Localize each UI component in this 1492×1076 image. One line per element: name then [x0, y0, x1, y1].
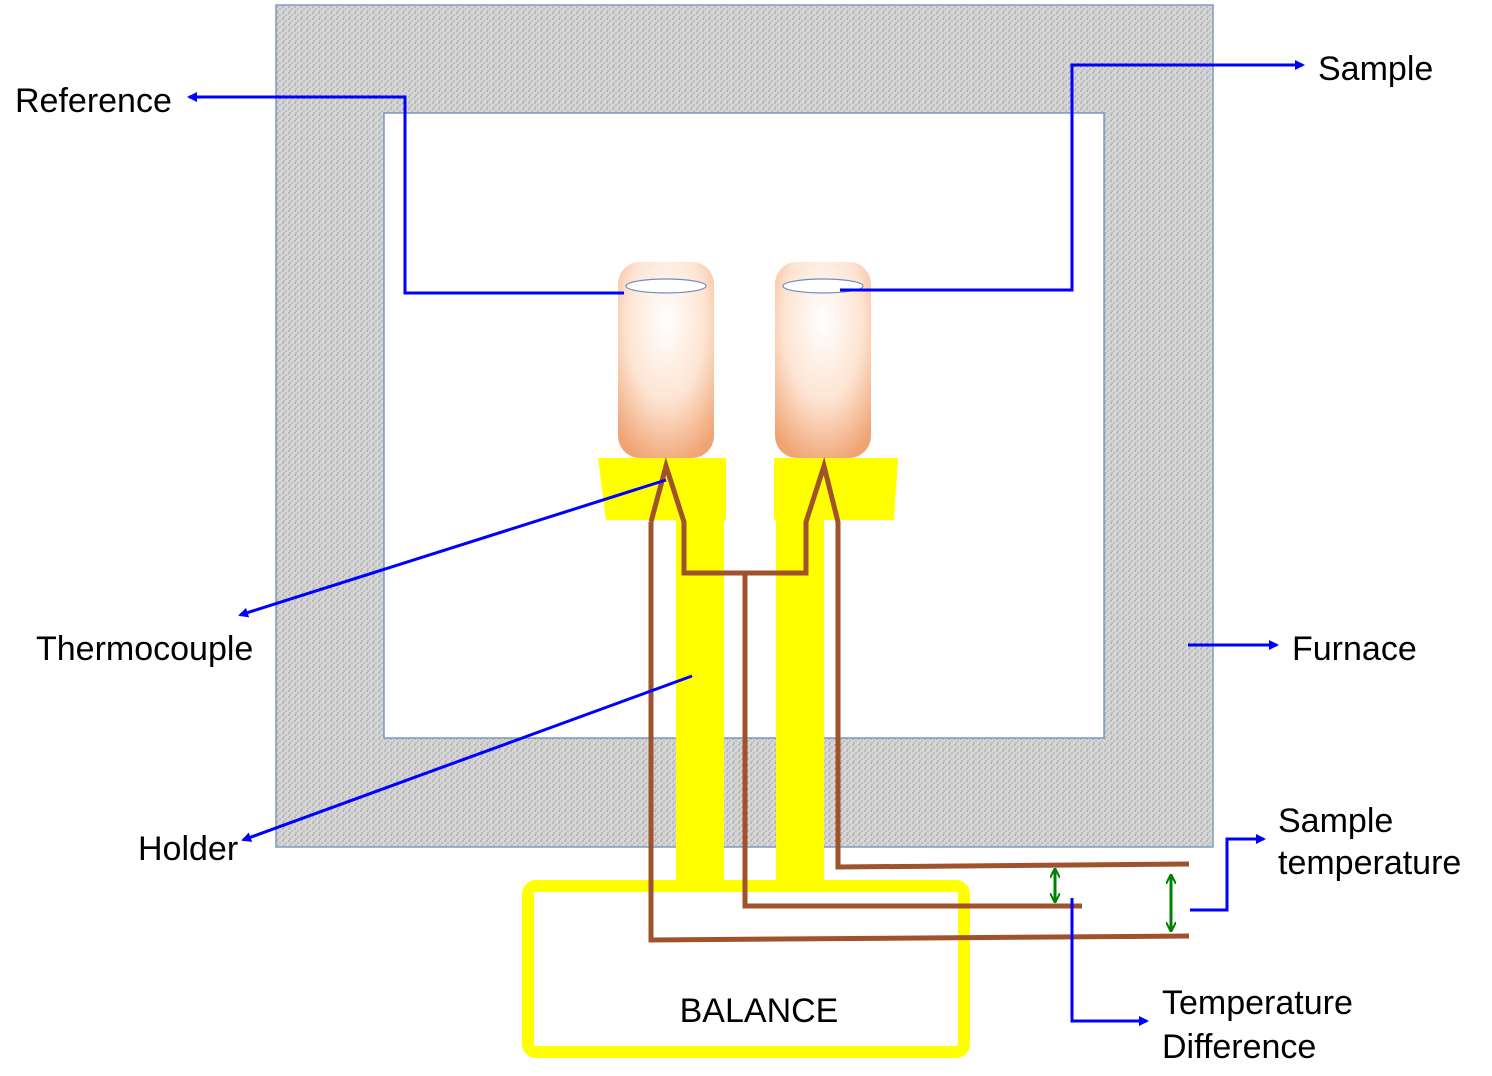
reference-crucible	[618, 262, 714, 458]
holder-label: Holder	[138, 830, 238, 868]
furnace-label: Furnace	[1292, 630, 1417, 668]
balance-label: BALANCE	[680, 992, 839, 1030]
thermocouple-left-lead	[648, 457, 1082, 909]
reference-pointer	[187, 92, 624, 295]
holder-right-stem	[776, 458, 824, 894]
temperature-difference-pointer	[1070, 898, 1149, 1026]
sample-temperature-label-line1: Sample	[1278, 802, 1393, 840]
sample-label: Sample	[1318, 50, 1433, 88]
dimension-arrows	[1055, 870, 1171, 930]
holder-pointer	[241, 674, 693, 842]
pointer-connectors	[187, 60, 1305, 1026]
thermocouple-pointer	[238, 478, 667, 618]
thermocouple-label: Thermocouple	[36, 630, 253, 668]
labels: Reference Sample Thermocouple Furnace Ho…	[15, 50, 1461, 1066]
thermocouple-right-lead	[745, 456, 1190, 870]
temperature-difference-label-line1: Temperature	[1162, 984, 1353, 1022]
thermocouple-wires	[648, 456, 1190, 943]
sample-temperature-pointer	[1190, 834, 1266, 912]
balance: BALANCE	[522, 880, 970, 1058]
reference-label: Reference	[15, 82, 172, 120]
sample-temperature-label-line2: temperature	[1278, 844, 1461, 882]
sample-pointer	[840, 60, 1305, 292]
thermocouple-outer-lead	[648, 522, 1190, 943]
temperature-difference-label-line2: Difference	[1162, 1028, 1316, 1066]
